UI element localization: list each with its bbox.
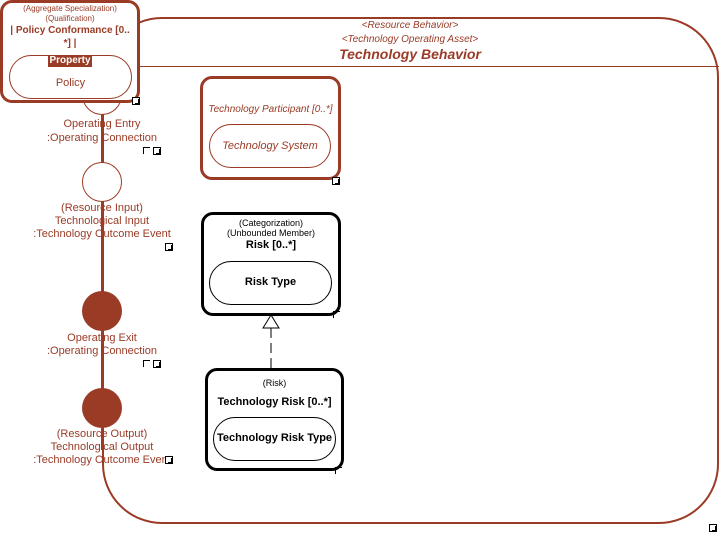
port-label: (Resource Output) [56,428,148,440]
port-technological-output[interactable] [82,388,122,428]
container-stereotype-1: <Resource Behavior> [361,20,459,31]
expand-icon[interactable] [332,177,340,185]
port-label: :Operating Connection [46,132,158,144]
port-connector-line [101,100,104,450]
tech-risk-type-pill[interactable] [213,417,336,461]
port-operating-exit[interactable] [82,291,122,331]
container-stereotype-2: <Technology Operating Asset> [341,34,479,45]
policy-name-cont: *] | [63,38,77,49]
policy-type-label: Policy [55,77,86,89]
policy-stereotype-2: (Qualification) [45,14,95,23]
port-label: (Resource Input) [61,202,143,214]
risk-type-pill[interactable] [209,261,332,305]
property-badge: Property [48,55,92,67]
expand-icon[interactable] [709,524,717,532]
participant-type-label: Technology System [222,140,318,152]
port-label: :Operating Connection [46,345,158,357]
tech-risk-type-label: Technology Risk Type [216,432,333,444]
generalization-arrow [262,314,280,372]
arrow-icon [143,147,150,154]
expand-icon[interactable] [153,147,161,155]
container-title-divider [140,66,719,67]
risk-name: Risk [0..*] [245,239,297,251]
port-technological-input[interactable] [82,162,122,202]
arrow-icon [335,467,342,474]
tech-risk-stereotype: (Risk) [262,378,287,388]
policy-name: | Policy Conformance [0.. [10,25,130,36]
participant-type-pill[interactable] [209,124,331,168]
port-label: Operating Entry [63,118,141,130]
risk-stereotype-1: (Categorization) [238,218,304,228]
arrow-icon [143,360,150,367]
policy-stereotype-1: (Aggregate Specialization) [23,4,117,13]
arrow-icon [333,311,340,318]
container-title: Technology Behavior [339,46,481,62]
expand-icon[interactable] [132,97,140,105]
expand-icon[interactable] [165,456,173,464]
technology-behavior-container[interactable] [102,17,719,524]
port-label: :Technology Outcome Event [33,454,171,466]
risk-type-label: Risk Type [244,276,297,288]
policy-type-pill[interactable] [9,55,132,99]
port-label: Technological Output [50,441,154,453]
risk-stereotype-2: (Unbounded Member) [226,228,316,238]
port-label: :Technology Outcome Event [33,228,171,240]
tech-risk-name: Technology Risk [0..*] [217,396,332,408]
expand-icon[interactable] [153,360,161,368]
expand-icon[interactable] [165,243,173,251]
port-label: Technological Input [54,215,150,227]
port-label: Operating Exit [67,332,137,344]
participant-name: Technology Participant [0..*] [208,104,333,115]
